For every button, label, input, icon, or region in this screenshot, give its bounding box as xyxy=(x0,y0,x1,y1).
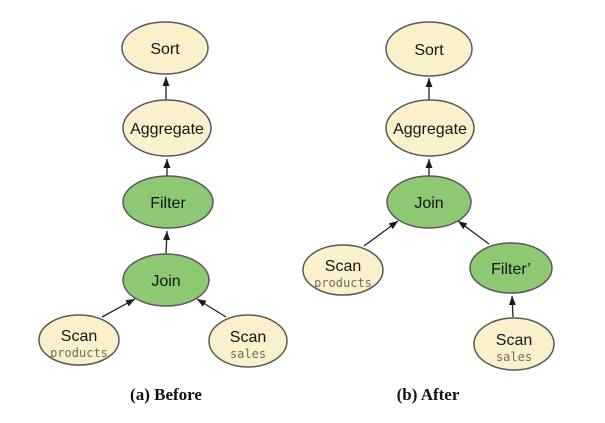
scan-sales-ellipse xyxy=(208,314,288,368)
aggregate-label: Aggregate xyxy=(130,121,204,138)
scan-products-sublabel: products xyxy=(314,276,372,290)
sort-ellipse xyxy=(385,21,473,77)
edge-filter-prime-to-join xyxy=(457,220,490,245)
scan-products-ellipse xyxy=(38,314,120,366)
join-label: Join xyxy=(414,195,443,212)
node-join: Join xyxy=(122,253,210,307)
edge-scan-products-to-join xyxy=(101,298,136,318)
caption-after: (b) After xyxy=(397,385,460,404)
node-filter: Filter xyxy=(122,175,214,229)
scan-products-label: Scan xyxy=(325,258,361,275)
aggregate-ellipse xyxy=(385,99,475,157)
after-tree: Sort Aggregate Join Scan products Filter… xyxy=(302,21,555,404)
filter-prime-ellipse xyxy=(469,242,553,294)
aggregate-label: Aggregate xyxy=(393,121,467,138)
scan-sales-sublabel: sales xyxy=(230,347,266,361)
caption-before: (a) Before xyxy=(130,385,202,404)
edge-scan-sales-to-filter-prime xyxy=(508,295,516,318)
node-scan-sales: Scan sales xyxy=(473,317,555,371)
edge-scan-products-to-join xyxy=(363,220,399,247)
node-sort: Sort xyxy=(121,21,209,75)
node-scan-products: Scan products xyxy=(38,314,120,366)
node-filter-prime: Filter’ xyxy=(469,242,553,294)
scan-sales-label: Scan xyxy=(230,329,266,346)
filter-prime-label: Filter’ xyxy=(491,261,531,278)
node-scan-products: Scan products xyxy=(302,244,384,296)
sort-label: Sort xyxy=(150,41,180,58)
filter-ellipse xyxy=(122,175,214,229)
join-ellipse xyxy=(122,253,210,307)
filter-label: Filter xyxy=(150,195,186,212)
scan-sales-sublabel: sales xyxy=(496,350,532,364)
node-join: Join xyxy=(386,175,472,229)
scan-sales-label: Scan xyxy=(496,332,532,349)
edge-scan-sales-to-join xyxy=(196,298,227,318)
node-aggregate: Aggregate xyxy=(122,99,212,157)
scan-products-label: Scan xyxy=(61,328,97,345)
join-ellipse xyxy=(386,175,472,229)
scan-products-ellipse xyxy=(302,244,384,296)
sort-ellipse xyxy=(121,21,209,75)
scan-products-sublabel: products xyxy=(50,346,108,360)
scan-sales-ellipse xyxy=(473,317,555,371)
node-sort: Sort xyxy=(385,21,473,77)
node-aggregate: Aggregate xyxy=(385,99,475,157)
join-label: Join xyxy=(151,273,180,290)
before-tree: Sort Aggregate Filter Join Scan products xyxy=(38,21,288,404)
sort-label: Sort xyxy=(414,42,444,59)
aggregate-ellipse xyxy=(122,99,212,157)
edge-join-to-filter xyxy=(163,230,171,255)
node-scan-sales: Scan sales xyxy=(208,314,288,368)
